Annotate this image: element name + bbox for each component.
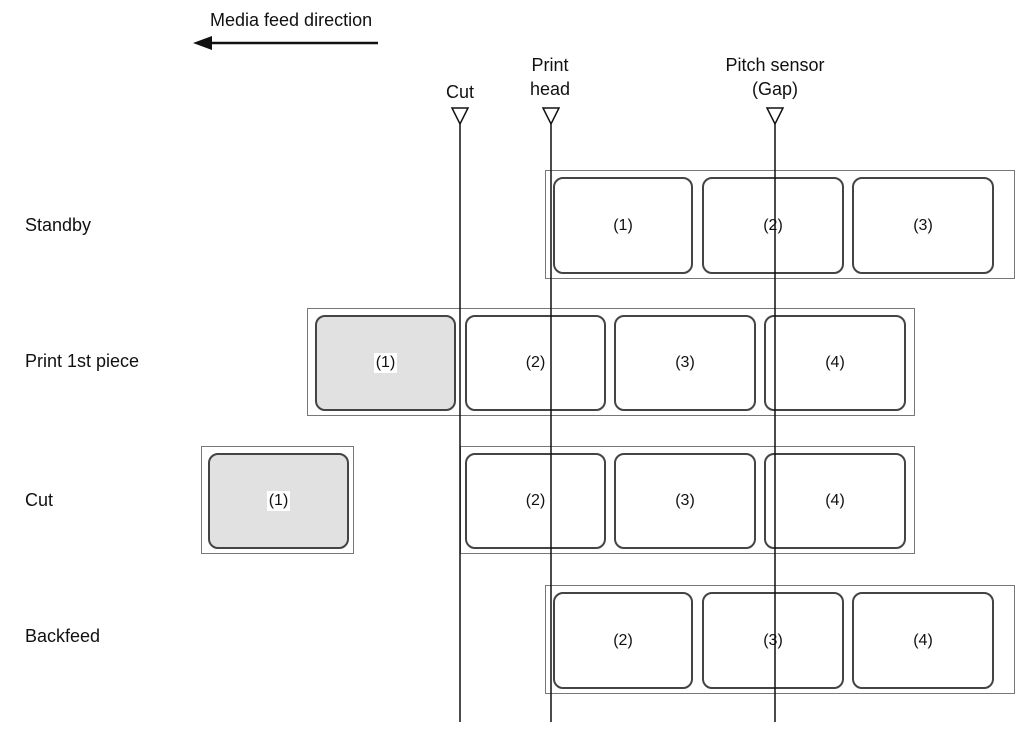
media-label: (3) bbox=[852, 177, 994, 274]
marker-print-head-label: Print head bbox=[529, 55, 571, 99]
pitch-sensor-marker-triangle bbox=[765, 107, 785, 126]
media-label: (4) bbox=[764, 453, 906, 549]
media-label: (3) bbox=[614, 315, 756, 411]
cut-marker-triangle bbox=[450, 107, 470, 126]
marker-pitch-sensor-label: Pitch sensor (Gap) bbox=[725, 55, 825, 99]
feed-direction-arrow bbox=[193, 36, 378, 50]
printed-label: (1) bbox=[315, 315, 456, 411]
media-label: (2) bbox=[465, 453, 606, 549]
feed-direction-label: Media feed direction bbox=[210, 10, 373, 30]
cut-printed-label: (1) bbox=[208, 453, 349, 549]
print-head-marker-triangle bbox=[541, 107, 561, 126]
media-label: (2) bbox=[465, 315, 606, 411]
media-label: (4) bbox=[852, 592, 994, 689]
media-label: (2) bbox=[553, 592, 693, 689]
row-label-print-first: Print 1st piece bbox=[25, 351, 140, 371]
media-label: (3) bbox=[702, 592, 844, 689]
row-label-cut: Cut bbox=[25, 490, 54, 510]
media-label: (1) bbox=[553, 177, 693, 274]
row-label-standby: Standby bbox=[25, 215, 92, 235]
row-label-backfeed: Backfeed bbox=[25, 626, 101, 646]
media-label: (3) bbox=[614, 453, 756, 549]
media-label: (4) bbox=[764, 315, 906, 411]
media-label: (2) bbox=[702, 177, 844, 274]
marker-cut-label: Cut bbox=[445, 82, 474, 102]
